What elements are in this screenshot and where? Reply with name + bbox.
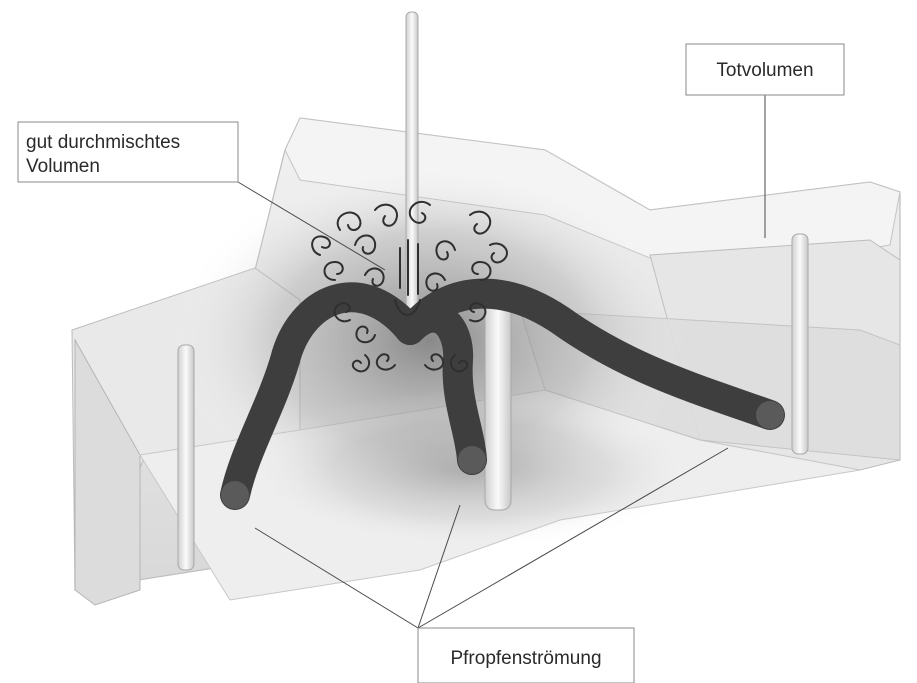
left-pipe — [178, 345, 194, 570]
label-plug-flow: Pfropfenströmung — [418, 628, 634, 683]
label-plug-flow-text: Pfropfenströmung — [450, 648, 601, 669]
center-pipe — [485, 300, 511, 510]
right-pipe — [792, 234, 808, 454]
label-mixed-volume: gut durchmischtes Volumen — [18, 122, 238, 182]
tube-end-center — [458, 446, 486, 474]
label-mixed-volume-line2: Volumen — [26, 156, 100, 177]
tube-end-left — [221, 481, 249, 509]
label-dead-volume: Totvolumen — [686, 44, 844, 95]
label-mixed-volume-line1: gut durchmischtes — [26, 132, 180, 153]
tube-end-right — [756, 401, 784, 429]
label-dead-volume-text: Totvolumen — [716, 60, 813, 81]
